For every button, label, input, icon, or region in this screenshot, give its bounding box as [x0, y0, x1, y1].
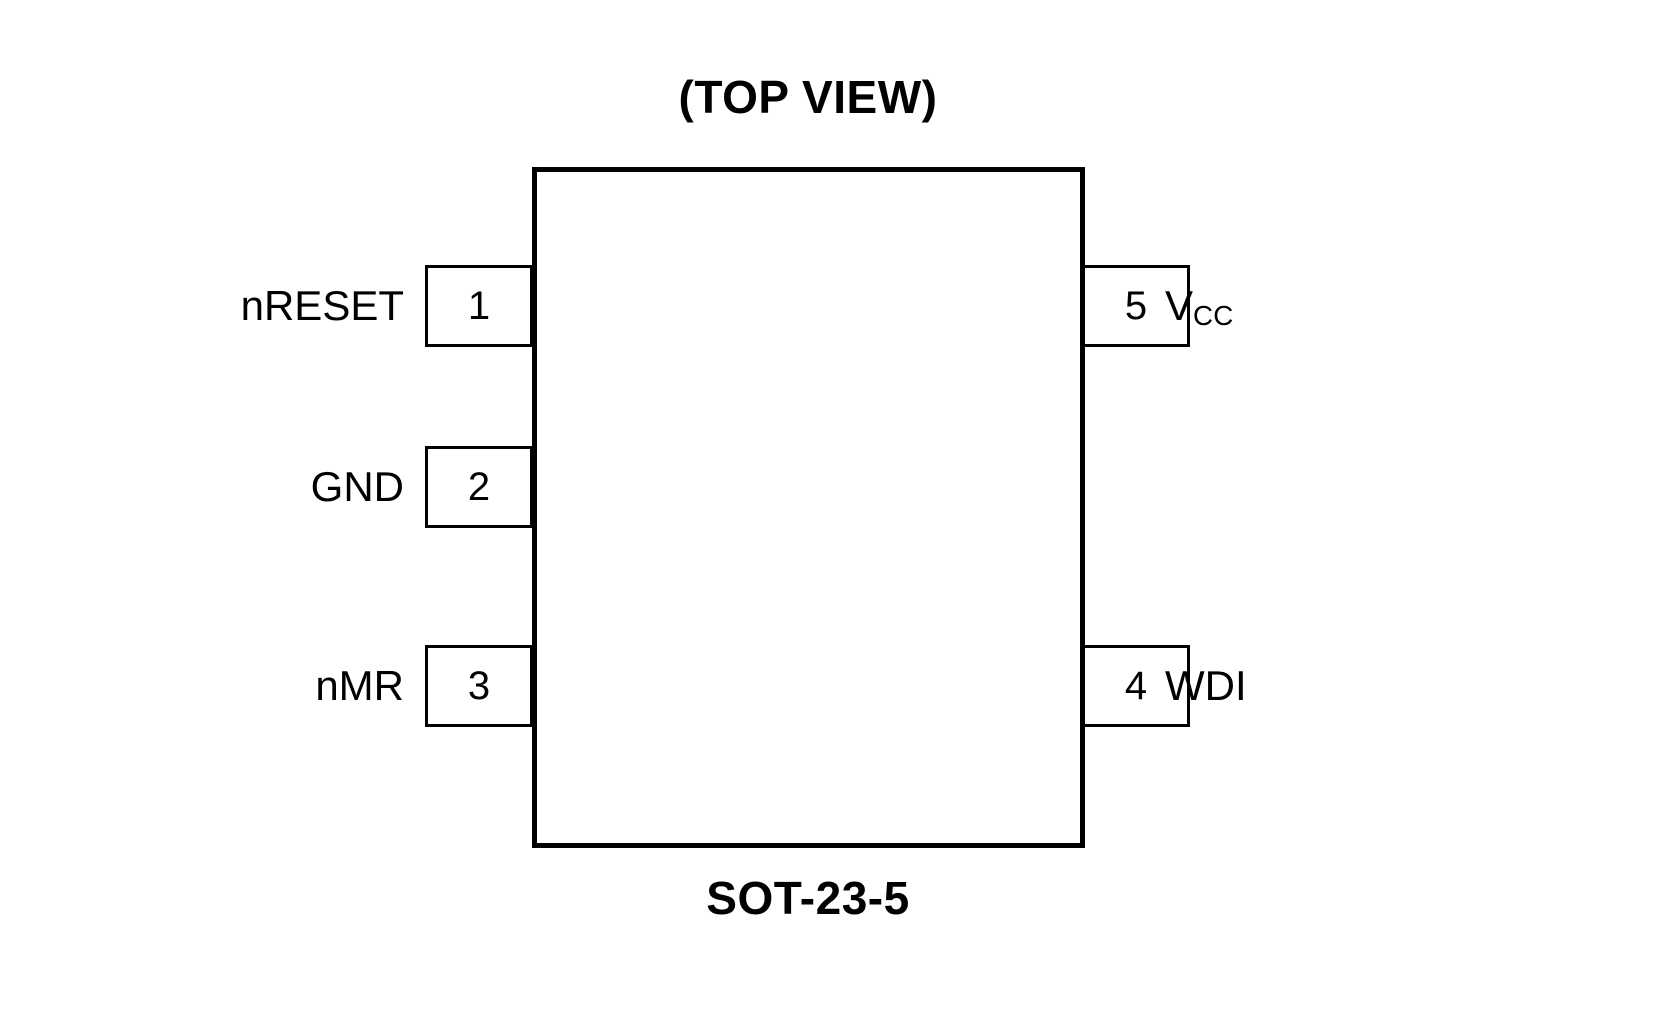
pin-label-gnd: GND: [310, 463, 404, 510]
pin-number-5: 5: [1124, 284, 1148, 328]
package-caption: SOT-23-5: [706, 872, 910, 924]
pin-label-nreset: nRESET: [240, 282, 404, 329]
pin-tab-1: 1: [425, 265, 533, 347]
pin-number-3: 3: [467, 664, 491, 708]
pin-number-4: 4: [1124, 664, 1148, 708]
pin-label-nmr: nMR: [315, 662, 404, 709]
pin-label-wdi: WDI: [1165, 662, 1247, 709]
diagram-title: (TOP VIEW): [678, 71, 938, 123]
package-body-outline: [532, 167, 1085, 848]
pin-label-vcc: VCC: [1165, 282, 1233, 330]
pin-label-vcc-base: V: [1165, 282, 1194, 329]
pin-label-vcc-subscript: CC: [1193, 299, 1234, 331]
pin-number-2: 2: [467, 465, 491, 509]
pin-tab-3: 3: [425, 645, 533, 727]
pin-tab-2: 2: [425, 446, 533, 528]
pin-number-1: 1: [467, 284, 491, 328]
pin-tab-5: 5: [1082, 265, 1190, 347]
